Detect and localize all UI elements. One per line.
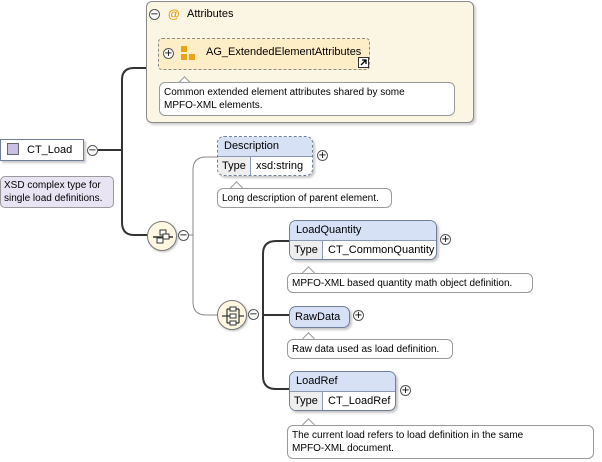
element-load-quantity[interactable]: LoadQuantity Type CT_CommonQuantity: [289, 220, 437, 260]
sequence-collapse-toggle[interactable]: −: [178, 230, 189, 241]
attributes-collapse-toggle[interactable]: −: [149, 9, 160, 20]
root-doc-line-2: single load definitions.: [4, 193, 103, 204]
description-documentation: Long description of parent element.: [217, 188, 392, 208]
attribute-doc-line-2: MPFO-XML elements.: [164, 100, 263, 111]
load-quantity-type-label: Type: [290, 241, 323, 259]
choice-collapse-toggle[interactable]: −: [248, 309, 259, 320]
description-expand-toggle[interactable]: +: [317, 150, 328, 161]
choice-icon: [222, 306, 244, 326]
load-ref-name: LoadRef: [290, 372, 395, 392]
root-name: CT_Load: [27, 144, 73, 156]
load-ref-type-label: Type: [290, 392, 323, 410]
sequence-compositor[interactable]: [147, 221, 177, 251]
load-quantity-documentation: MPFO-XML based quantity math object defi…: [287, 273, 533, 293]
element-load-ref[interactable]: LoadRef Type CT_LoadRef: [289, 371, 396, 411]
element-description[interactable]: Description Type xsd:string: [217, 136, 313, 176]
load-quantity-expand-toggle[interactable]: +: [440, 234, 451, 245]
root-complex-type[interactable]: CT_Load: [0, 139, 84, 161]
element-raw-data[interactable]: RawData: [289, 306, 350, 328]
attributes-title: Attributes: [187, 8, 234, 20]
description-name: Description: [218, 137, 312, 157]
reference-link-icon[interactable]: [358, 57, 369, 68]
load-quantity-type-value: CT_CommonQuantity: [328, 244, 435, 256]
load-quantity-type-row: Type CT_CommonQuantity: [290, 241, 436, 259]
attribute-group-icon: [181, 46, 195, 60]
description-type-value: xsd:string: [256, 160, 304, 172]
raw-data-name: RawData: [295, 311, 341, 323]
attribute-group-name: AG_ExtendedElementAttributes: [206, 46, 362, 58]
choice-compositor[interactable]: [217, 300, 247, 330]
load-ref-type-row: Type CT_LoadRef: [290, 392, 395, 410]
root-collapse-toggle[interactable]: −: [87, 145, 98, 156]
attribute-group-documentation: Common extended element attributes share…: [159, 82, 455, 116]
load-ref-doc-line-2: MPFO-XML document.: [292, 443, 394, 454]
load-quantity-name: LoadQuantity: [290, 221, 436, 241]
complex-type-icon: [7, 143, 19, 155]
root-documentation: XSD complex type for single load definit…: [0, 176, 114, 208]
attribute-at-icon: @: [168, 7, 180, 21]
raw-data-documentation: Raw data used as load definition.: [287, 339, 453, 359]
load-ref-type-value: CT_LoadRef: [328, 395, 391, 407]
root-doc-line-1: XSD complex type for: [4, 180, 101, 191]
raw-data-expand-toggle[interactable]: +: [353, 310, 364, 321]
load-ref-documentation: The current load refers to load definiti…: [287, 425, 594, 459]
load-ref-doc-line-1: The current load refers to load definiti…: [292, 430, 524, 441]
load-ref-expand-toggle[interactable]: +: [400, 385, 411, 396]
attribute-group-expand-toggle[interactable]: +: [163, 48, 174, 59]
attribute-doc-line-1: Common extended element attributes share…: [164, 87, 405, 98]
description-type-row: Type xsd:string: [218, 157, 312, 175]
description-type-label: Type: [218, 157, 251, 175]
sequence-icon: [153, 229, 173, 244]
